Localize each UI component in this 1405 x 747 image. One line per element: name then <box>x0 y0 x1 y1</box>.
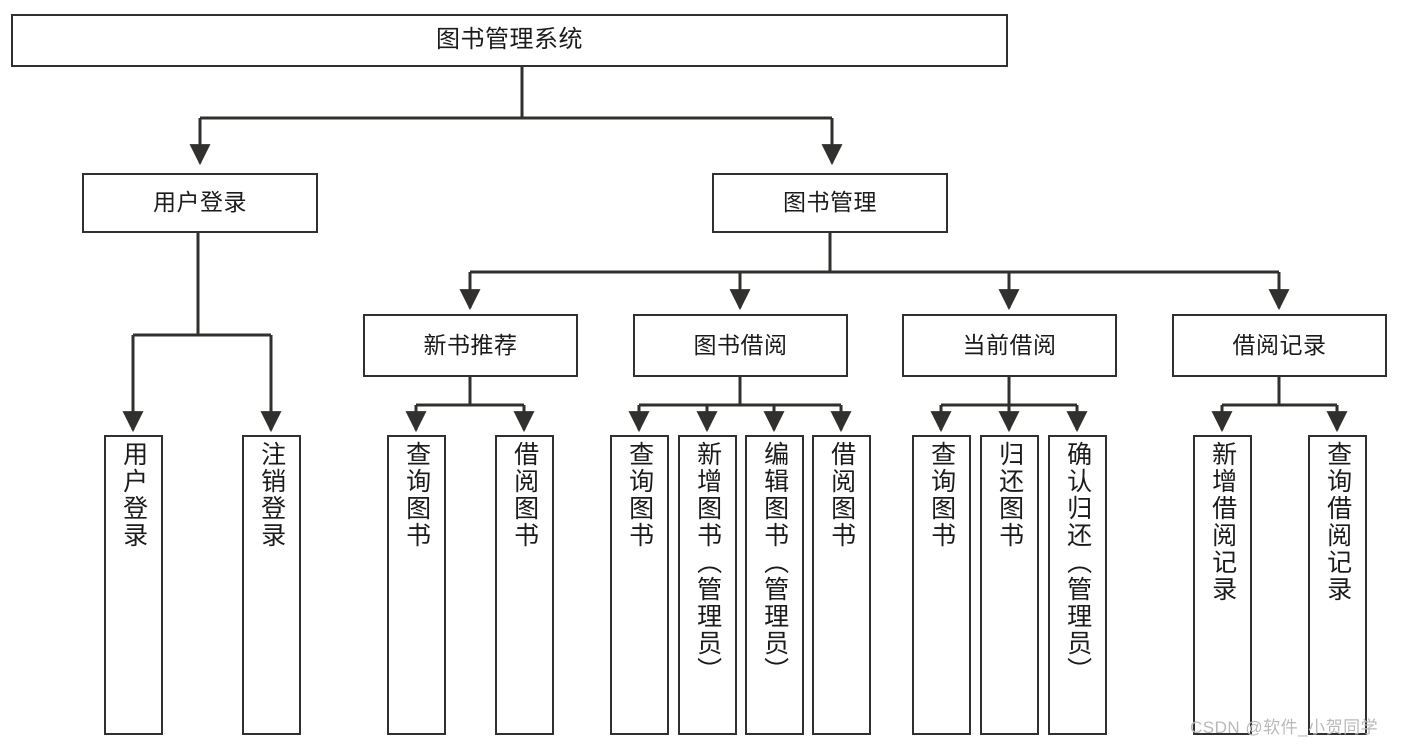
leaf-add-book-admin[interactable]: 新增图书（管理员） <box>678 435 737 735</box>
node-book-manage[interactable]: 图书管理 <box>712 173 948 233</box>
node-root[interactable]: 图书管理系统 <box>11 14 1008 67</box>
node-user-login-label: 用户登录 <box>153 189 247 216</box>
leaf-edit-book-admin[interactable]: 编辑图书（管理员） <box>745 435 804 735</box>
leaf-borrow-book[interactable]: 借阅图书 <box>812 435 871 735</box>
leaf-new-book-query-label: 查询图书 <box>402 441 431 549</box>
node-new-book-recommend-label: 新书推荐 <box>423 331 518 358</box>
leaf-query-borrow-record[interactable]: 查询借阅记录 <box>1308 435 1367 735</box>
leaf-new-book-borrow[interactable]: 借阅图书 <box>495 435 554 735</box>
node-root-label: 图书管理系统 <box>436 26 583 54</box>
leaf-add-borrow-record[interactable]: 新增借阅记录 <box>1193 435 1252 735</box>
leaf-add-borrow-record-label: 新增借阅记录 <box>1208 441 1237 603</box>
leaf-current-query-book-label: 查询图书 <box>927 441 956 549</box>
leaf-add-book-admin-label: 新增图书（管理员） <box>693 441 722 684</box>
node-current-borrow[interactable]: 当前借阅 <box>902 314 1117 377</box>
leaf-return-book[interactable]: 归还图书 <box>980 435 1039 735</box>
leaf-borrow-query-book-label: 查询图书 <box>625 441 654 549</box>
watermark: CSDN @软件_小贺同学 <box>1190 718 1379 737</box>
leaf-confirm-return-admin[interactable]: 确认归还（管理员） <box>1048 435 1107 735</box>
leaf-query-borrow-record-label: 查询借阅记录 <box>1323 441 1352 603</box>
node-borrow-record-label: 借阅记录 <box>1232 331 1327 358</box>
leaf-return-book-label: 归还图书 <box>995 441 1024 549</box>
leaf-new-book-borrow-label: 借阅图书 <box>510 441 539 549</box>
leaf-user-logout-label: 注销登录 <box>257 441 286 549</box>
node-book-manage-label: 图书管理 <box>783 189 877 216</box>
node-borrow-record[interactable]: 借阅记录 <box>1172 314 1387 377</box>
leaf-user-login-label: 用户登录 <box>119 441 148 549</box>
leaf-borrow-book-label: 借阅图书 <box>827 441 856 549</box>
node-book-borrow-label: 图书借阅 <box>693 331 788 358</box>
leaf-borrow-query-book[interactable]: 查询图书 <box>610 435 669 735</box>
leaf-current-query-book[interactable]: 查询图书 <box>912 435 971 735</box>
leaf-edit-book-admin-label: 编辑图书（管理员） <box>760 441 789 684</box>
leaf-confirm-return-admin-label: 确认归还（管理员） <box>1063 441 1092 684</box>
node-new-book-recommend[interactable]: 新书推荐 <box>363 314 578 377</box>
node-current-borrow-label: 当前借阅 <box>962 331 1057 358</box>
leaf-new-book-query[interactable]: 查询图书 <box>387 435 446 735</box>
leaf-user-login[interactable]: 用户登录 <box>104 435 163 735</box>
node-book-borrow[interactable]: 图书借阅 <box>633 314 848 377</box>
leaf-user-logout[interactable]: 注销登录 <box>242 435 301 735</box>
node-user-login[interactable]: 用户登录 <box>82 173 318 233</box>
